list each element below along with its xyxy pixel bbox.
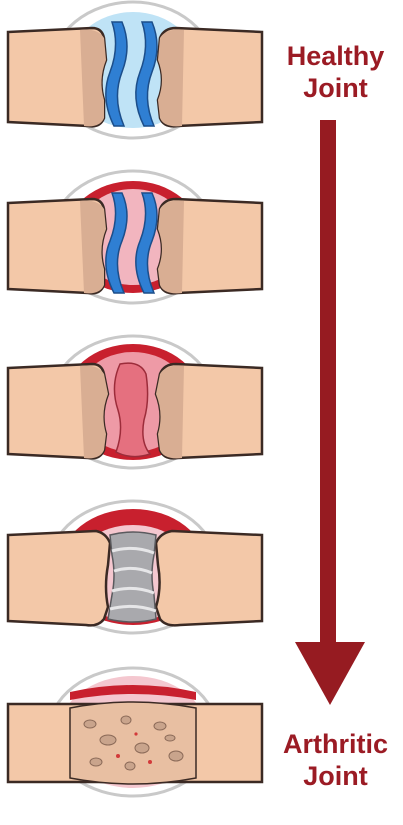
- label-arthritic-line1: Arthritic: [268, 728, 403, 760]
- joint-stage-healthy: [0, 0, 270, 160]
- joint-stage-fused: [0, 660, 270, 820]
- joint-stage-bone-erosion: [0, 495, 270, 655]
- joint-stage-early-inflammation: [0, 165, 270, 325]
- label-arthritic-joint: Arthritic Joint: [268, 728, 403, 792]
- label-healthy-joint: Healthy Joint: [268, 40, 403, 104]
- label-healthy-line2: Joint: [268, 72, 403, 104]
- arrow-head: [295, 642, 365, 705]
- label-healthy-line1: Healthy: [268, 40, 403, 72]
- label-arthritic-line2: Joint: [268, 760, 403, 792]
- arrow-shaft: [320, 120, 336, 645]
- progression-arrow: [290, 120, 370, 720]
- joint-stage-cartilage-erosion: [0, 330, 270, 490]
